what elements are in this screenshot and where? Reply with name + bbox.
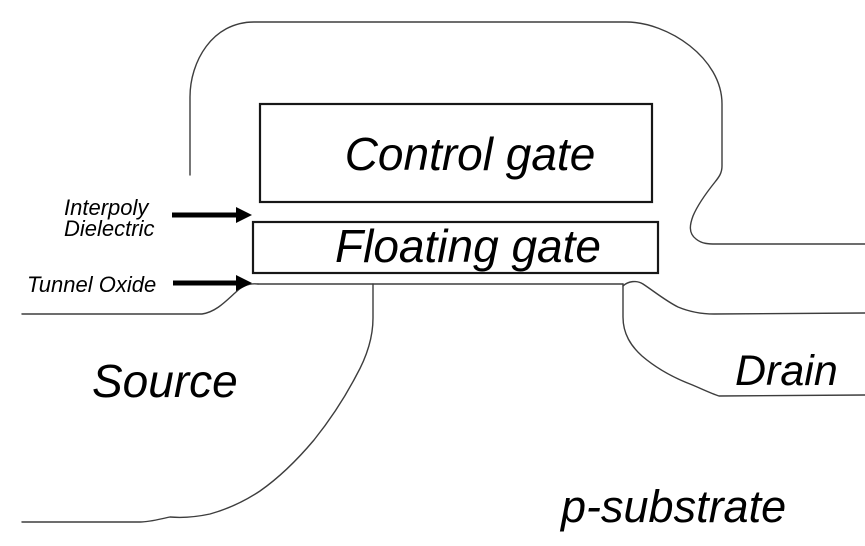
drain-junction-line xyxy=(622,283,865,397)
interpoly-label-line2: Dielectric xyxy=(64,216,154,241)
source-surface-line xyxy=(21,283,259,315)
floating-gate-box xyxy=(251,220,660,275)
tunnel-oxide-arrow xyxy=(173,275,252,291)
source-label: Source xyxy=(92,355,238,407)
tunnel-oxide-label: Tunnel Oxide xyxy=(27,272,156,297)
interpoly-arrow-head xyxy=(236,207,252,223)
cap-outline xyxy=(189,21,865,245)
floating-gate-label: Floating gate xyxy=(335,220,601,272)
p-substrate-label: p-substrate xyxy=(559,481,786,532)
control-gate-label: Control gate xyxy=(345,128,596,180)
interpoly-arrow xyxy=(172,207,252,223)
drain-surface-line xyxy=(622,280,865,315)
source-junction-line xyxy=(21,283,374,523)
tunnel-oxide-arrow-head xyxy=(236,275,252,291)
control-gate-box xyxy=(258,102,654,204)
drain-label: Drain xyxy=(735,347,838,395)
interpoly-label-line1: Interpoly xyxy=(64,195,150,220)
